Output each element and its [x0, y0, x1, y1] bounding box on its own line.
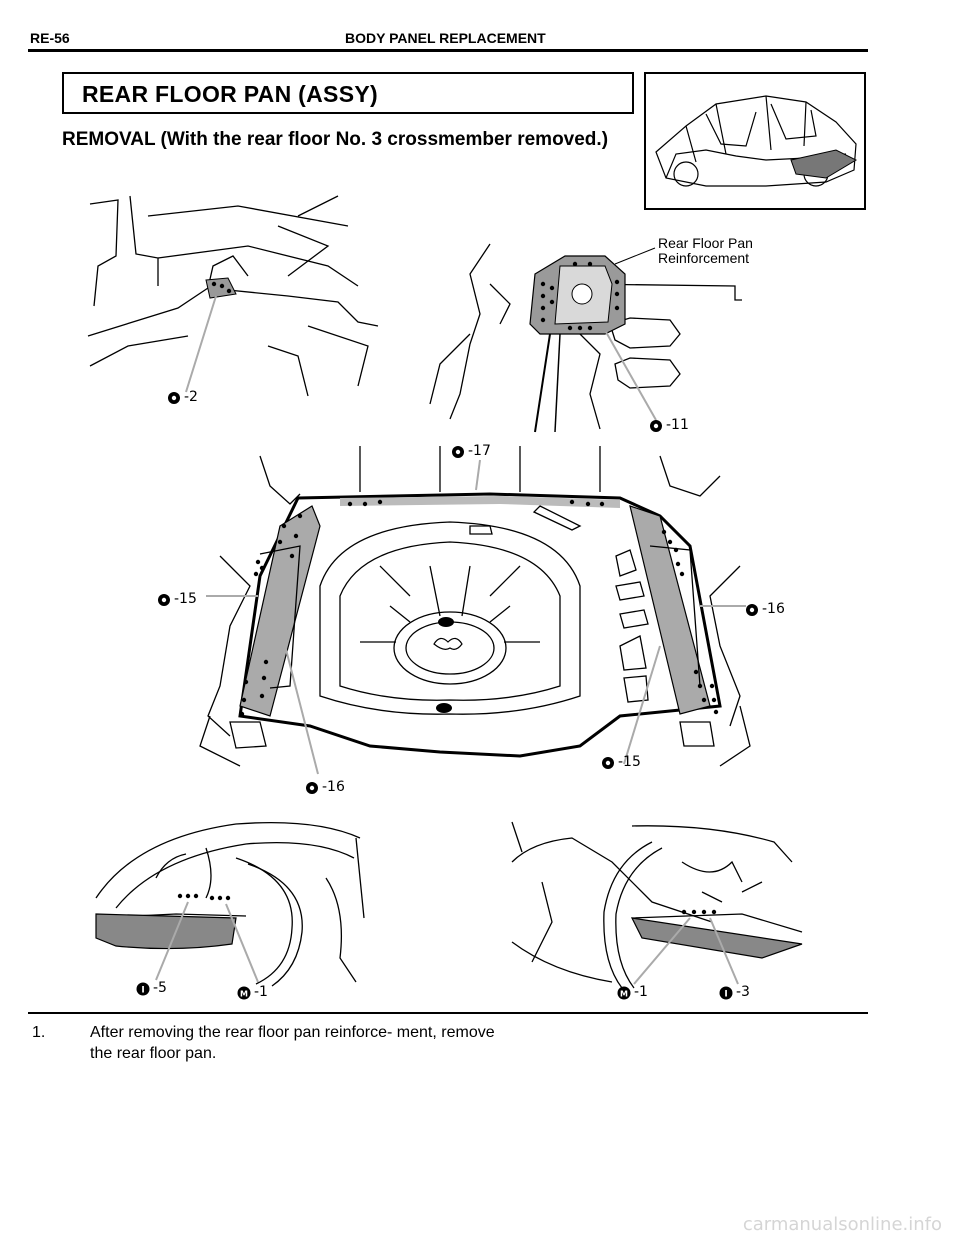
spot-weld-icon	[306, 782, 318, 794]
spot-weld-icon	[452, 446, 464, 458]
spot-weld-icon	[602, 757, 614, 769]
mig-weld-icon: M	[617, 986, 631, 1000]
detail-floor-pan	[199, 446, 751, 775]
step-text: After removing the rear floor pan reinfo…	[90, 1024, 495, 1062]
header-rule	[28, 49, 868, 52]
weld-code-label: -16	[322, 779, 345, 795]
detail-top-right	[429, 243, 742, 433]
weld-code-label: -3	[736, 984, 750, 1000]
page-header-title: BODY PANEL REPLACEMENT	[345, 30, 546, 46]
spot-weld-icon	[746, 604, 758, 616]
section-title-box: REAR FLOOR PAN (ASSY)	[62, 72, 634, 114]
weld-code-label: -15	[618, 754, 641, 770]
weld-code-label: -1	[634, 984, 648, 1000]
weld-code-label: -17	[468, 443, 491, 459]
weld-code-label: -2	[184, 389, 198, 405]
reinforcement-callout-line-1: Rear Floor Pan	[658, 235, 753, 251]
weld-code-label: -1	[254, 984, 268, 1000]
inert-gas-weld-icon: I	[719, 986, 733, 1000]
weld-code-label: -16	[762, 601, 785, 617]
inert-gas-weld-icon: I	[136, 982, 150, 996]
weld-code-label: -11	[666, 417, 689, 433]
detail-bottom-left	[95, 821, 365, 987]
step-rule	[28, 1012, 868, 1014]
detail-top-left	[87, 195, 379, 397]
spot-weld-icon	[650, 420, 662, 432]
reinforcement-callout: Rear Floor Pan Reinforcement	[658, 236, 753, 266]
step-number: 1.	[32, 1024, 46, 1041]
spot-weld-icon	[168, 392, 180, 404]
spot-weld-icon	[158, 594, 170, 606]
removal-subtitle: REMOVAL (With the rear floor No. 3 cross…	[62, 129, 609, 150]
mig-weld-icon: M	[237, 986, 251, 1000]
mig-weld-letter: M	[620, 990, 628, 999]
weld-code-label: -5	[153, 980, 167, 996]
car-body-thumbnail	[644, 72, 866, 210]
detail-bottom-right	[511, 821, 803, 989]
weld-code-label: -15	[174, 591, 197, 607]
car-body-drawing	[655, 95, 858, 187]
mig-weld-letter: M	[240, 990, 248, 999]
inert-gas-weld-letter: I	[724, 990, 727, 1000]
section-title: REAR FLOOR PAN (ASSY)	[82, 81, 378, 107]
watermark: carmanualsonline.info	[742, 1214, 942, 1235]
reinforcement-callout-line-2: Reinforcement	[658, 250, 750, 266]
inert-gas-weld-letter: I	[141, 986, 144, 996]
page-code: RE-56	[30, 30, 70, 46]
